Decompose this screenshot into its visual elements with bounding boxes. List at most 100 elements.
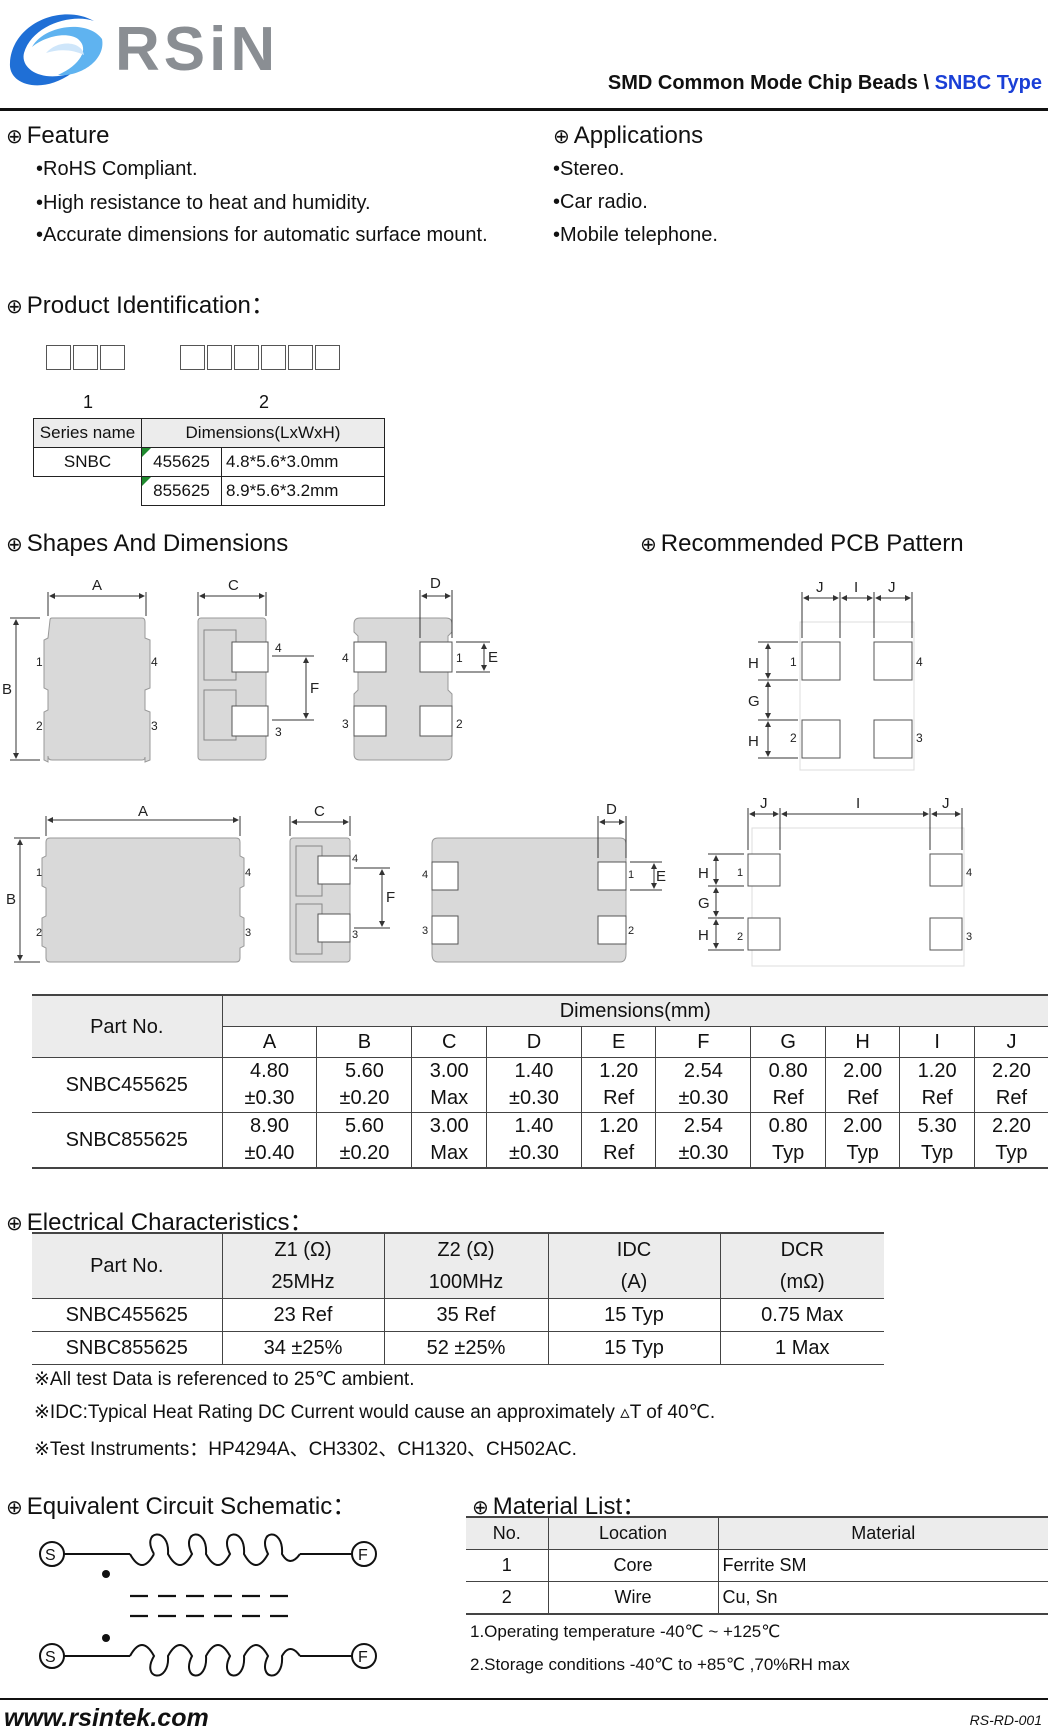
material-table: No. Location Material 1 Core Ferrite SM … (466, 1516, 1048, 1615)
pin-label: 1 (737, 867, 743, 879)
dim-nominal: 3.00 (429, 1115, 469, 1137)
test-note: ※IDC:Typical Heat Rating DC Current woul… (34, 1402, 716, 1423)
circle-plus-icon: ⊕ (6, 296, 23, 318)
circle-plus-icon: ⊕ (640, 534, 657, 556)
dim-nominal: 4.80 (250, 1060, 289, 1082)
label-F: F (386, 889, 395, 906)
dim-value: 2.54±0.30 (655, 1057, 752, 1113)
label-J: J (888, 579, 896, 596)
dim-tolerance: ±0.30 (678, 1142, 729, 1164)
footer-code: RS-RD-001 (969, 1712, 1042, 1728)
dim-tolerance: Ref (603, 1142, 635, 1164)
pin-label: 1 (36, 867, 42, 879)
table-row: 1 Core Ferrite SM (466, 1549, 1048, 1582)
pin-label: 3 (275, 725, 282, 739)
table-row: SNBC455625 23 Ref 35 Ref 15 Typ 0.75 Max (32, 1298, 884, 1332)
z1-unit: 25MHz (222, 1266, 385, 1299)
header-rule (0, 108, 1048, 111)
brand-logo-text: RSiN (115, 15, 280, 84)
pin-label: 4 (245, 867, 251, 879)
col-no: No. (466, 1517, 549, 1550)
pin-label: 2 (456, 717, 463, 731)
col-material: Material (718, 1517, 1048, 1550)
label-G: G (698, 895, 710, 912)
shapes-heading: ⊕Shapes And Dimensions (6, 530, 289, 557)
dim-nominal: 2.20 (991, 1115, 1031, 1137)
dcr-value: 0.75 Max (720, 1298, 884, 1332)
label-A: A (138, 803, 148, 820)
title-separator: \ (923, 72, 930, 94)
dim-tolerance: Max (430, 1142, 469, 1164)
pin-label: 4 (352, 853, 358, 865)
test-note: ※All test Data is referenced to 25℃ ambi… (34, 1369, 415, 1390)
pcb-heading: ⊕Recommended PCB Pattern (640, 530, 964, 557)
label-H: H (698, 865, 709, 882)
dim-nominal: 2.54 (683, 1060, 723, 1082)
pin-label: 4 (422, 869, 428, 881)
pin-label: 2 (790, 731, 797, 745)
title-main: SMD Common Mode Chip Beads (607, 72, 918, 94)
dim-col-F: F (655, 1026, 752, 1058)
circle-plus-icon: ⊕ (6, 1497, 23, 1519)
circle-plus-icon: ⊕ (6, 534, 23, 556)
dim-col-D: D (486, 1026, 582, 1058)
dim-nominal: 0.80 (768, 1115, 808, 1137)
no-value: 1 (466, 1549, 549, 1582)
dim-nominal: 0.80 (768, 1060, 808, 1082)
pin-label: 4 (916, 655, 923, 669)
applications-heading: ⊕Applications (553, 122, 704, 149)
part-no-header: Part No. (32, 1233, 223, 1299)
dim-col-C: C (411, 1026, 487, 1058)
feature-item: •RoHS Compliant. (36, 158, 198, 180)
dim-code: 855625 (141, 476, 222, 506)
application-item: •Stereo. (553, 158, 625, 180)
electrical-table: Part No. Z1 (Ω) Z2 (Ω) IDC DCR 25MHz 100… (32, 1232, 884, 1365)
label-C: C (228, 577, 239, 594)
pin-label: 4 (151, 655, 158, 669)
f-label: F (358, 1547, 368, 1564)
idc-value: 15 Typ (548, 1298, 721, 1332)
label-D: D (606, 801, 617, 818)
z2-unit: 100MHz (384, 1266, 549, 1299)
feature-heading: ⊕Feature (6, 122, 110, 149)
label-D: D (430, 575, 441, 592)
dim-tolerance: Ref (772, 1087, 804, 1109)
dim-tolerance: Typ (921, 1142, 954, 1164)
pin-label: 3 (966, 931, 972, 943)
pin-label: 1 (790, 655, 797, 669)
dim-nominal: 3.00 (429, 1060, 469, 1082)
table-row: SNBC855625 34 ±25% 52 ±25% 15 Typ 1 Max (32, 1331, 884, 1365)
dim-tolerance: Ref (603, 1087, 635, 1109)
material-note: 1.Operating temperature -40℃ ~ +125℃ (470, 1622, 781, 1641)
idc-unit: (A) (548, 1266, 721, 1299)
pin-label: 3 (151, 719, 158, 733)
dim-col-J: J (974, 1026, 1048, 1058)
label-F: F (310, 680, 319, 697)
series-value: SNBC (33, 447, 142, 477)
product-id-table: Series name Dimensions(LxWxH) SNBC 45562… (33, 418, 385, 506)
dim-nominal: 2.00 (843, 1115, 883, 1137)
dim-value: 4.8*5.6*3.0mm (221, 447, 385, 477)
dim-value: 8.90±0.40 (222, 1112, 318, 1169)
id-label-2: 2 (259, 392, 270, 412)
no-value: 2 (466, 1581, 549, 1615)
footer-url[interactable]: www.rsintek.com (4, 1704, 209, 1732)
dcr-value: 1 Max (720, 1331, 884, 1365)
idc-header: IDC (548, 1233, 721, 1266)
dim-value: 5.60±0.20 (316, 1112, 413, 1169)
dcr-unit: (mΩ) (720, 1266, 884, 1299)
label-I: I (856, 795, 860, 812)
label-C: C (314, 803, 325, 820)
col-dimensions: Dimensions(LxWxH) (141, 418, 385, 448)
dim-col-A: A (222, 1026, 318, 1058)
dim-nominal: 1.20 (599, 1060, 639, 1082)
